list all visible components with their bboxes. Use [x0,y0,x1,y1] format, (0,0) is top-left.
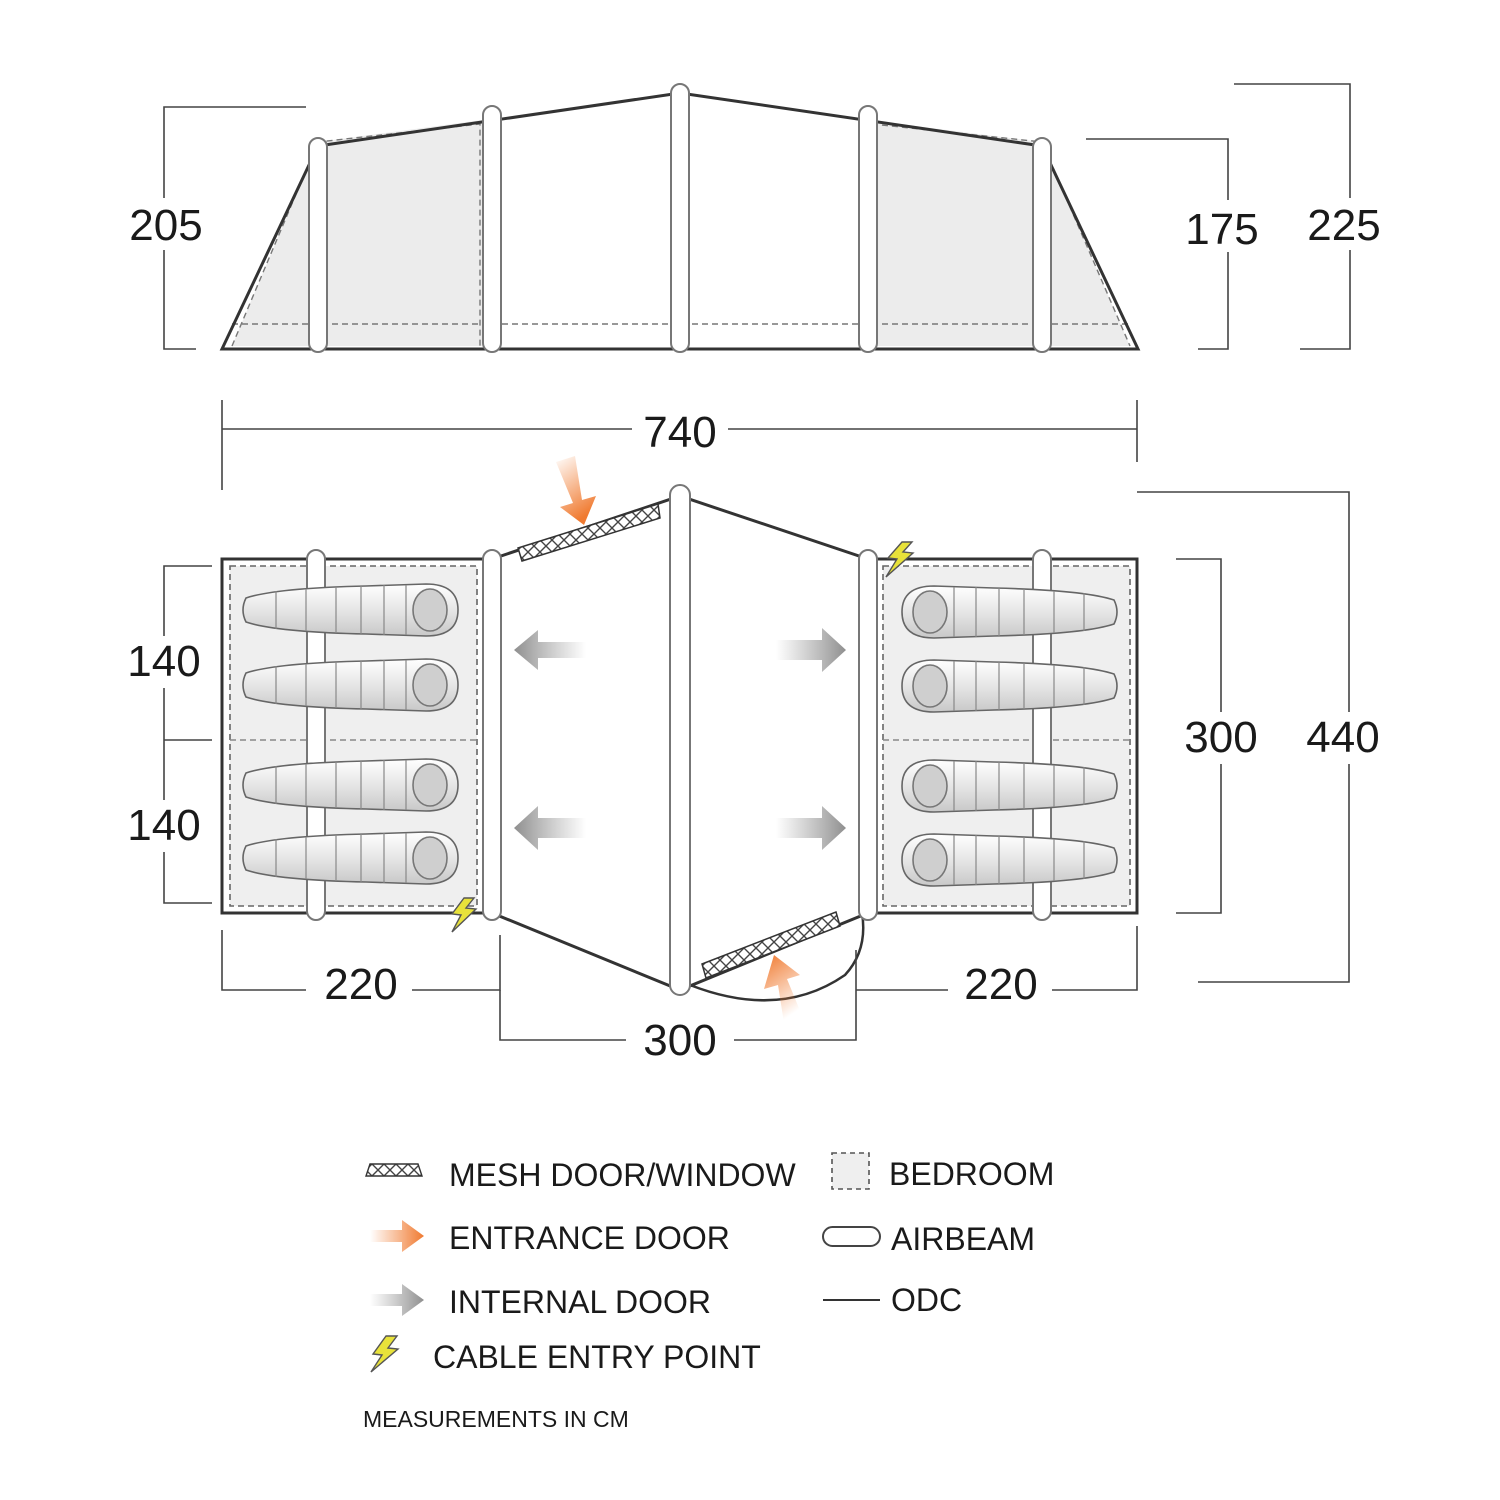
sleeping-bag [901,585,1118,639]
internal-door-arrow-icon [776,628,846,672]
lightning-bolt-icon [370,1335,400,1373]
side-elevation [219,83,1141,353]
dim-bedroom-depth-top: 140 [127,637,200,686]
dim-side-inner-height: 175 [1185,205,1258,254]
dim-bedroom-width: 300 [1184,713,1257,762]
sleeping-bag [242,831,459,885]
side-bedroom-left-fill [232,120,482,346]
length-dimension-line [221,400,1138,490]
sleeping-bag [242,583,459,637]
cable-entry-bolt-icon [885,541,915,578]
sleeping-bag [901,659,1118,713]
dim-total-width: 440 [1306,713,1379,762]
dim-bedroom-depth-bottom: 140 [127,801,200,850]
crosshatch-mesh-icon [365,1163,423,1177]
floor-airbeam-5 [1032,549,1052,921]
legend-entrance-label: ENTRANCE DOOR [449,1220,730,1256]
legend: MESH DOOR/WINDOW ENTRANCE DOOR INTERNAL … [363,1152,1054,1432]
porch-door-curve [689,912,865,1002]
internal-door-arrow-icon [514,630,586,670]
entrance-door-arrow-icon [764,955,803,1023]
floor-plan [220,456,1139,1023]
measurements-note: MEASUREMENTS IN CM [363,1406,629,1432]
orange-arrow-icon [370,1220,424,1252]
mesh-door-top [517,503,661,562]
legend-internal-label: INTERNAL DOOR [449,1284,711,1320]
sleeping-bag [242,758,459,812]
internal-door-arrow-icon [776,806,846,850]
side-airbeam-4 [858,105,878,353]
floor-airbeam-3 [669,484,691,996]
dim-side-left-height: 205 [129,201,202,250]
legend-odc-label: ODC [891,1282,962,1318]
dim-total-length: 740 [643,408,716,457]
entrance-door-arrow-icon [556,456,596,525]
side-airbeam-5 [1032,137,1052,353]
sleeping-bag [901,833,1118,887]
floor-airbeam-2 [482,549,502,921]
floor-airbeam-4 [858,549,878,921]
mesh-door-bottom [701,911,841,979]
dashed-square-icon [831,1152,870,1190]
dim-right-bedroom-length: 220 [964,960,1037,1009]
sleeping-bag [242,658,459,712]
internal-door-arrow-icon [514,806,586,850]
legend-airbeam-label: AIRBEAM [891,1221,1035,1257]
legend-cable-label: CABLE ENTRY POINT [433,1339,761,1375]
side-bedroom-right-fill [868,120,1130,346]
grey-arrow-icon [370,1284,424,1316]
legend-mesh-label: MESH DOOR/WINDOW [449,1157,796,1193]
side-airbeam-1 [308,137,328,353]
legend-bedroom-label: BEDROOM [889,1156,1054,1192]
sleeping-bag [901,759,1118,813]
cable-entry-bolt-icon [450,897,478,933]
floor-airbeam-1 [306,549,326,921]
side-airbeam-3 [670,83,690,353]
dim-left-bedroom-length: 220 [324,960,397,1009]
airbeam-pill-icon [822,1226,881,1247]
side-airbeam-2 [482,105,502,353]
dim-living-length: 300 [643,1016,716,1065]
dim-side-right-height: 225 [1307,201,1380,250]
